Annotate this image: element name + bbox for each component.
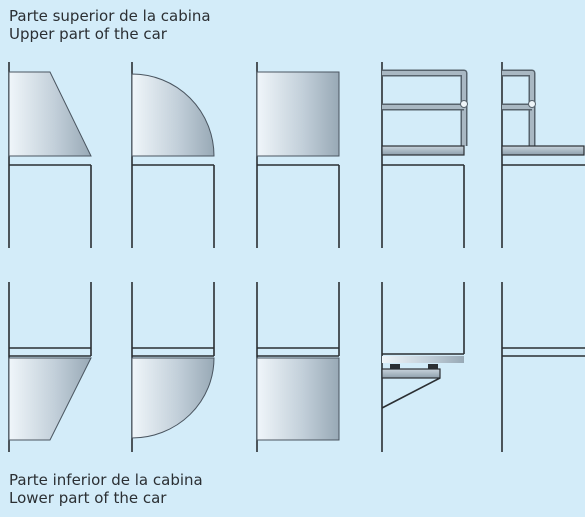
upper-variant-1-trapezoid [8, 62, 92, 248]
upper-part-caption: Parte superior de la cabina Upper part o… [9, 7, 211, 43]
upper-variant-4-frame [381, 62, 468, 248]
upper-variant-5-narrow-frame [501, 62, 585, 248]
lower-variant-1-trapezoid [8, 282, 92, 452]
lower-part-label-en: Lower part of the car [9, 489, 167, 507]
upper-variant-3-box [256, 62, 340, 248]
upper-part-label-en: Upper part of the car [9, 25, 167, 43]
lower-part-label-es: Parte inferior de la cabina [9, 471, 203, 489]
lower-variant-2-rounded [131, 282, 215, 452]
upper-variant-2-rounded [131, 62, 215, 248]
lower-variant-5-plain [501, 282, 585, 452]
lower-variant-3-box [256, 282, 340, 452]
upper-part-label-es: Parte superior de la cabina [9, 7, 211, 25]
lower-variant-4-bracket [381, 282, 465, 452]
lower-part-caption: Parte inferior de la cabina Lower part o… [9, 471, 203, 507]
